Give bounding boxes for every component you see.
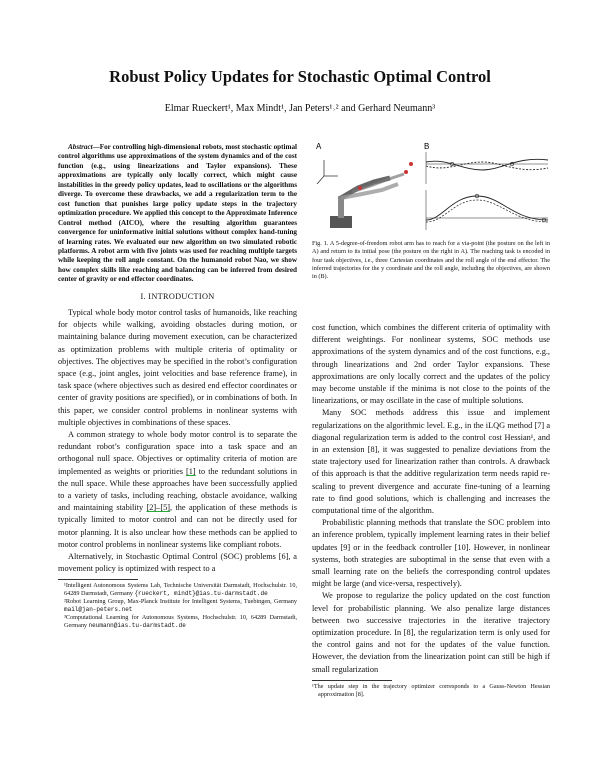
roll-angle-plot [425,152,549,184]
footnote-2-email[interactable]: mail@jan-peters.net [64,606,133,614]
intro-paragraph-2-text-a: A common strategy to whole body motor co… [58,430,297,476]
intro-paragraph-2-text-b: to the redundant solutions in the null s… [58,466,297,513]
citation-link-2-5[interactable]: [2]–[5] [146,503,171,513]
right-paragraph-2: Many SOC methods address this issue and … [312,408,550,516]
section-heading-introduction: I. INTRODUCTION [140,291,215,301]
abstract-text: —For controlling high-dimensional robots… [58,143,297,284]
intro-paragraph-3: Alternatively, in Stochastic Optimal Con… [58,552,297,574]
figure-panel-label-b: B [424,142,429,151]
footnote-affiliation-1: ¹Intelligent Autonomous Systems Lab, Tec… [64,582,297,598]
paper-authors: Elmar Rueckert¹, Max Mindt¹, Jan Peters¹… [164,103,436,114]
robot-axes-icon [316,160,338,185]
footnote-hessian: ¹The update step in the trajectory optim… [312,682,550,698]
footnote-rule [58,579,138,581]
footnote-1-email[interactable]: {rueckert, mindt}@ias.tu-darmstadt.de [134,590,268,598]
right-column: cost function, which combines the differ… [312,322,550,699]
abstract-label: Abstract [68,143,93,151]
intro-paragraph-2-text-c: , the application of these methods is ty… [58,503,297,549]
intro-paragraph-2: A common strategy to whole body motor co… [58,429,297,551]
footnote-affiliation-3: ³Computational Learning for Autonomous S… [64,614,297,630]
citation-link-1[interactable]: [1] [186,466,196,476]
paper-title: Robust Policy Updates for Stochastic Opt… [109,67,491,86]
footnote-rule-right [312,679,392,681]
right-paragraph-4: We propose to regularize the policy upda… [312,591,550,674]
intro-paragraph-1: Typical whole body motor control tasks o… [58,308,297,427]
footnote-affiliation-2: ²Robot Learning Group, Max-Planck Instit… [64,598,297,614]
figure-1: A B [312,140,552,236]
footnote-1-text: ¹Intelligent Autonomous Systems Lab, Tec… [64,582,297,598]
robot-arm-icon [330,162,413,228]
footnote-2-text: ²Robot Learning Group, Max-Planck Instit… [64,598,297,606]
figure-1-graphic: A B [316,142,549,230]
right-paragraph-3: Probabilistic planning methods that tran… [312,518,550,589]
footnote-3-text: ³Computational Learning for Autonomous S… [64,614,297,630]
footnote-3-email[interactable]: neumann@ias.tu-darmstadt.de [88,622,186,630]
footnotes: ¹Intelligent Autonomous Systems Lab, Tec… [58,582,297,630]
figure-panel-label-a: A [316,142,322,151]
right-paragraph-1: cost function, which combines the differ… [312,323,550,406]
y-coordinate-plot [425,190,549,230]
abstract: Abstract—For controlling high-dimensiona… [58,143,297,285]
left-column: Abstract—For controlling high-dimensiona… [58,143,297,630]
figure-1-caption: Fig. 1. A 5-degree-of-freedom robot arm … [312,240,550,281]
